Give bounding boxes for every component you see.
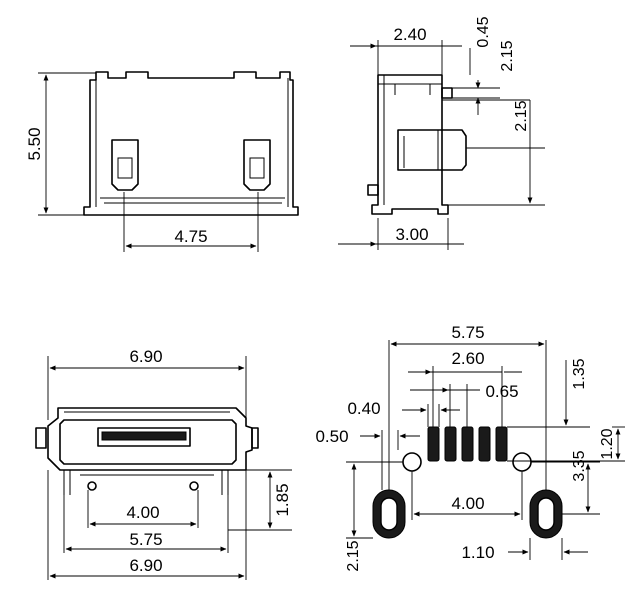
- dim-front-leg-span: 5.75: [129, 530, 162, 549]
- dim-fp-pad-group: 2.60: [451, 349, 484, 368]
- dim-fp-slot-width: 1.10: [461, 543, 494, 562]
- dim-front-side-height: 1.85: [273, 483, 292, 516]
- dim-pad-span: 4.75: [174, 227, 207, 246]
- dim-fp-top-offset: 1.35: [571, 358, 588, 389]
- top-view: 5.50 4.75: [25, 71, 299, 252]
- dim-fp-outer-span: 5.75: [451, 323, 484, 342]
- dim-fp-hole-offset: 3.35: [571, 450, 588, 481]
- dim-front-width-bottom: 6.90: [129, 556, 162, 575]
- dim-fp-slot-height: 2.15: [345, 540, 362, 571]
- dim-fp-pad-offset: 0.50: [315, 427, 348, 446]
- dim-side-step-upper: 2.15: [499, 40, 516, 71]
- dim-top-height: 5.50: [25, 127, 44, 160]
- footprint-view: 5.75 2.60 0.65 0.40 0.50 1.35 1.20: [315, 323, 625, 572]
- dim-front-width-top: 6.90: [129, 347, 162, 366]
- side-view: 2.40 0.45 2.15 2.15 3.00: [338, 16, 545, 250]
- dim-fp-pitch: 0.65: [485, 382, 518, 401]
- dim-fp-pad-length: 1.20: [599, 428, 616, 459]
- dim-side-step-lower: 2.15: [513, 100, 530, 131]
- dim-side-offset: 0.45: [475, 16, 492, 47]
- dim-front-peg-span: 4.00: [126, 503, 159, 522]
- dim-side-depth: 3.00: [395, 225, 428, 244]
- dim-side-top-width: 2.40: [393, 25, 426, 44]
- front-view: 6.90 4.00 5.75 6.90 1.85: [35, 347, 292, 580]
- dim-fp-peg-span: 4.00: [451, 494, 484, 513]
- dim-fp-pad-width: 0.40: [347, 399, 380, 418]
